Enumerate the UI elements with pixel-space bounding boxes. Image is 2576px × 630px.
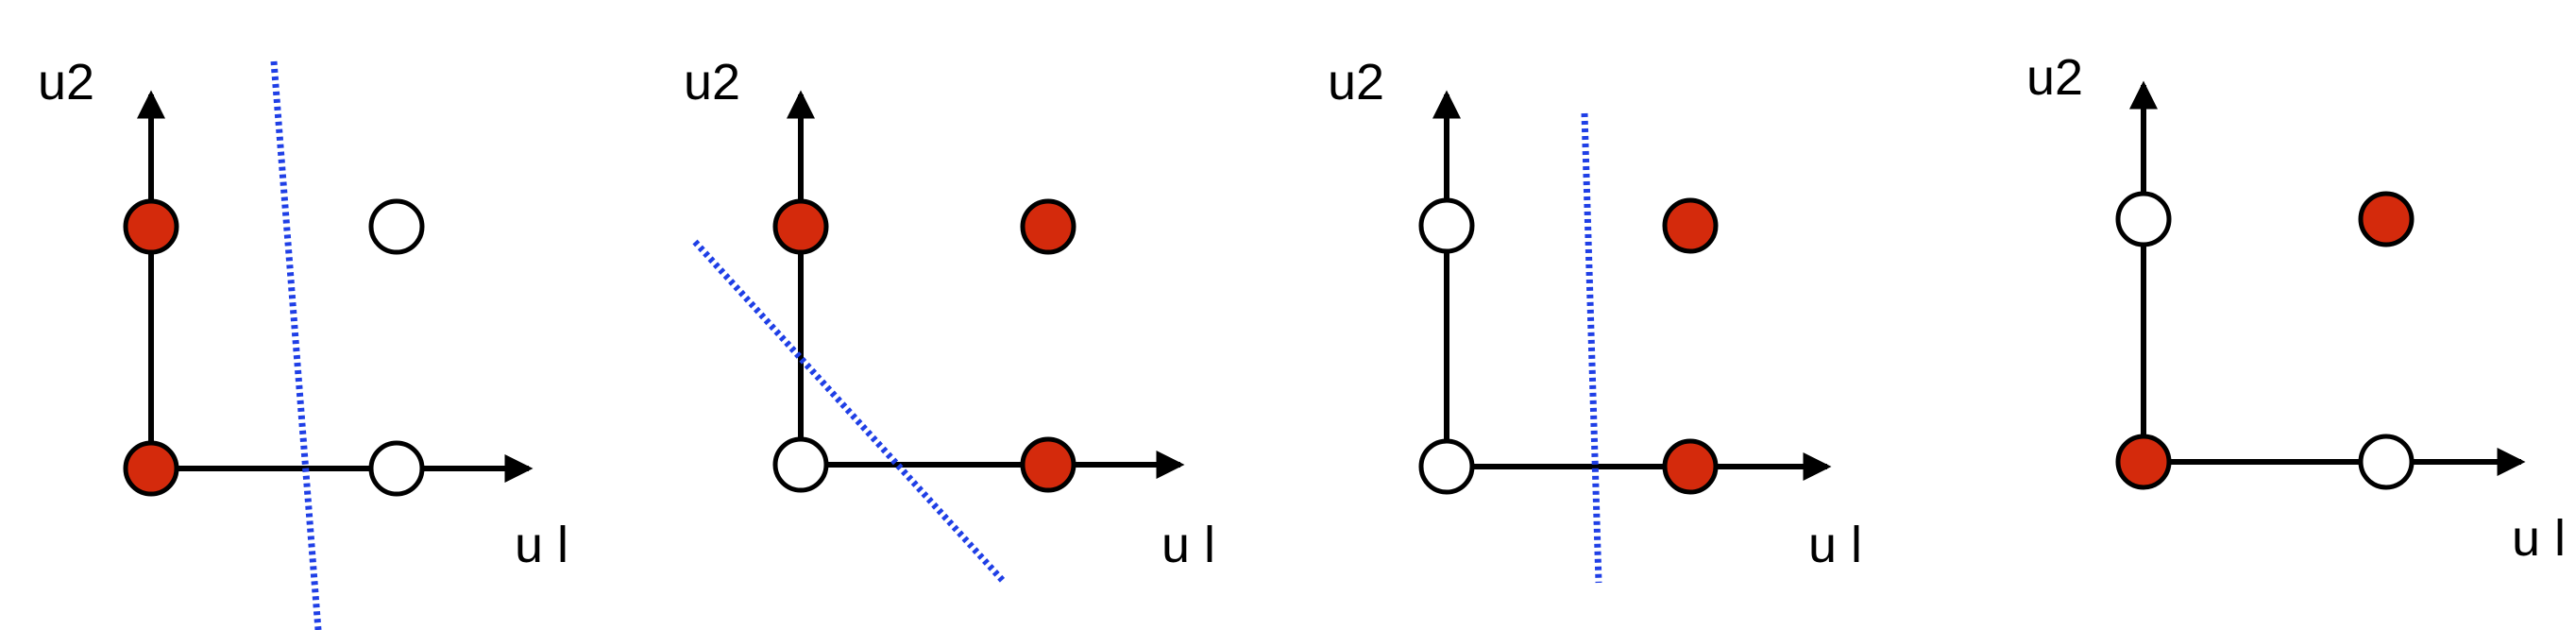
filled-point bbox=[123, 440, 179, 497]
y-axis-label: u2 bbox=[2026, 49, 2083, 106]
filled-point bbox=[123, 198, 179, 255]
filled-point bbox=[1662, 197, 1719, 254]
filled-point bbox=[772, 198, 829, 255]
panel-1: u2 u l bbox=[38, 54, 568, 630]
separating-line bbox=[270, 60, 322, 630]
x-axis-label: u l bbox=[1808, 517, 1862, 573]
panel-4: u2 u l bbox=[2026, 49, 2566, 567]
x-axis-label: u l bbox=[515, 517, 568, 573]
open-point bbox=[368, 440, 425, 497]
panel-3: u2 u l bbox=[1328, 54, 1862, 584]
open-point bbox=[2115, 191, 2172, 247]
separating-line bbox=[1581, 112, 1602, 584]
filled-point bbox=[1020, 198, 1076, 255]
x-axis-label: u l bbox=[2512, 510, 2566, 567]
open-point bbox=[368, 198, 425, 255]
separating-line bbox=[692, 239, 1008, 586]
filled-point bbox=[1020, 436, 1076, 493]
y-axis-label: u2 bbox=[38, 54, 94, 111]
open-point bbox=[772, 436, 829, 493]
open-point bbox=[1418, 438, 1475, 495]
open-point bbox=[1418, 197, 1475, 254]
y-axis-label: u2 bbox=[684, 54, 740, 111]
open-point bbox=[2358, 434, 2415, 490]
x-axis-label: u l bbox=[1161, 517, 1215, 573]
filled-point bbox=[1662, 438, 1719, 495]
panel-2: u2 u l bbox=[684, 54, 1215, 586]
y-axis-label: u2 bbox=[1328, 54, 1384, 111]
filled-point bbox=[2358, 191, 2415, 247]
filled-point bbox=[2115, 434, 2172, 490]
